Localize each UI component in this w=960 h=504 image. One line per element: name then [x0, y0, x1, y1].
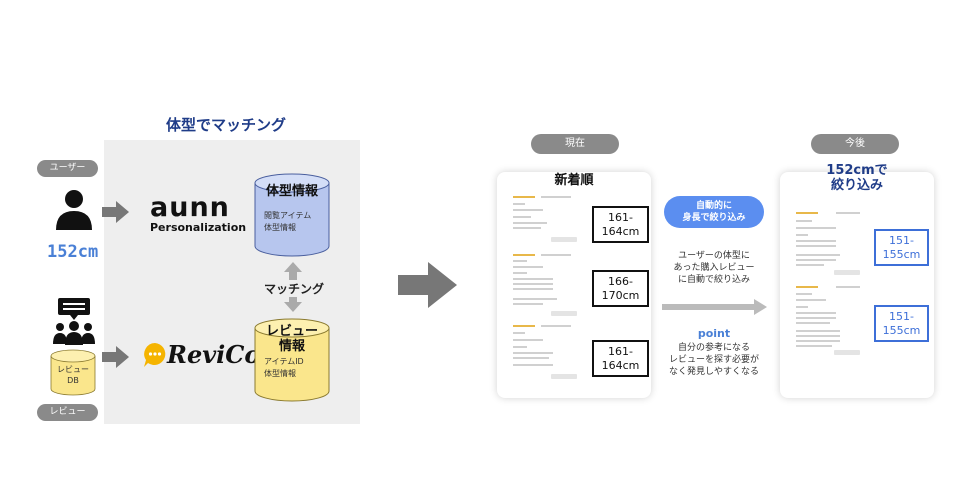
user-icon: [56, 190, 92, 230]
future-height-box-2: 151- 155cm: [874, 305, 929, 342]
gray-arrow-right-icon: [662, 299, 767, 315]
auto-filter-description: ユーザーの体型に あった購入レビュー に自動で絞り込み: [673, 251, 755, 285]
future-height-box-1: 151- 155cm: [874, 229, 929, 266]
user-height-value: 152cm: [47, 242, 99, 262]
big-arrow-right-icon: [398, 262, 457, 308]
future-review-card: [780, 172, 934, 398]
arrow-right-icon: [102, 201, 129, 223]
body-info-item-1: 閲覧アイテム: [264, 211, 312, 220]
review-people-icon: [53, 298, 95, 345]
body-info-title: 体型情報: [265, 184, 318, 199]
current-height-box-2: 166- 170cm: [592, 270, 649, 307]
current-card-title: 新着順: [554, 173, 594, 188]
current-height-box-3: 161- 164cm: [592, 340, 649, 377]
review-db-icon: [50, 349, 96, 396]
user-pill: ユーザー: [37, 160, 98, 177]
chat-bubble-icon: [144, 343, 166, 367]
review-info-db-cylinder: [254, 318, 330, 402]
review-db-label: レビュー DB: [57, 365, 89, 385]
review-info-item-2: 体型情報: [264, 369, 296, 378]
future-pill: 今後: [811, 134, 899, 154]
review-info-title: レビュー 情報: [265, 324, 318, 354]
review-list-placeholder: [513, 196, 577, 379]
review-pill: レビュー: [37, 404, 98, 421]
matching-label: マッチング: [262, 280, 327, 297]
future-card-title: 152cmで 絞り込み: [826, 163, 888, 193]
point-title: point: [697, 327, 731, 340]
body-info-item-2: 体型情報: [264, 223, 296, 232]
review-info-item-1: アイテムID: [264, 357, 304, 366]
arrow-right-icon: [102, 346, 129, 368]
body-info-db-cylinder: [254, 173, 330, 257]
current-height-box-1: 161- 164cm: [592, 206, 649, 243]
current-pill: 現在: [531, 134, 619, 154]
point-description: 自分の参考になる レビューを探す必要が なく発見しやすくなる: [668, 343, 759, 377]
aunn-logo: aunn Personalization: [150, 192, 247, 234]
auto-filter-badge: 自動的に 身長で絞り込み: [664, 196, 764, 228]
matching-title: 体型でマッチング: [166, 116, 287, 134]
filtered-review-list-placeholder: [796, 212, 860, 355]
